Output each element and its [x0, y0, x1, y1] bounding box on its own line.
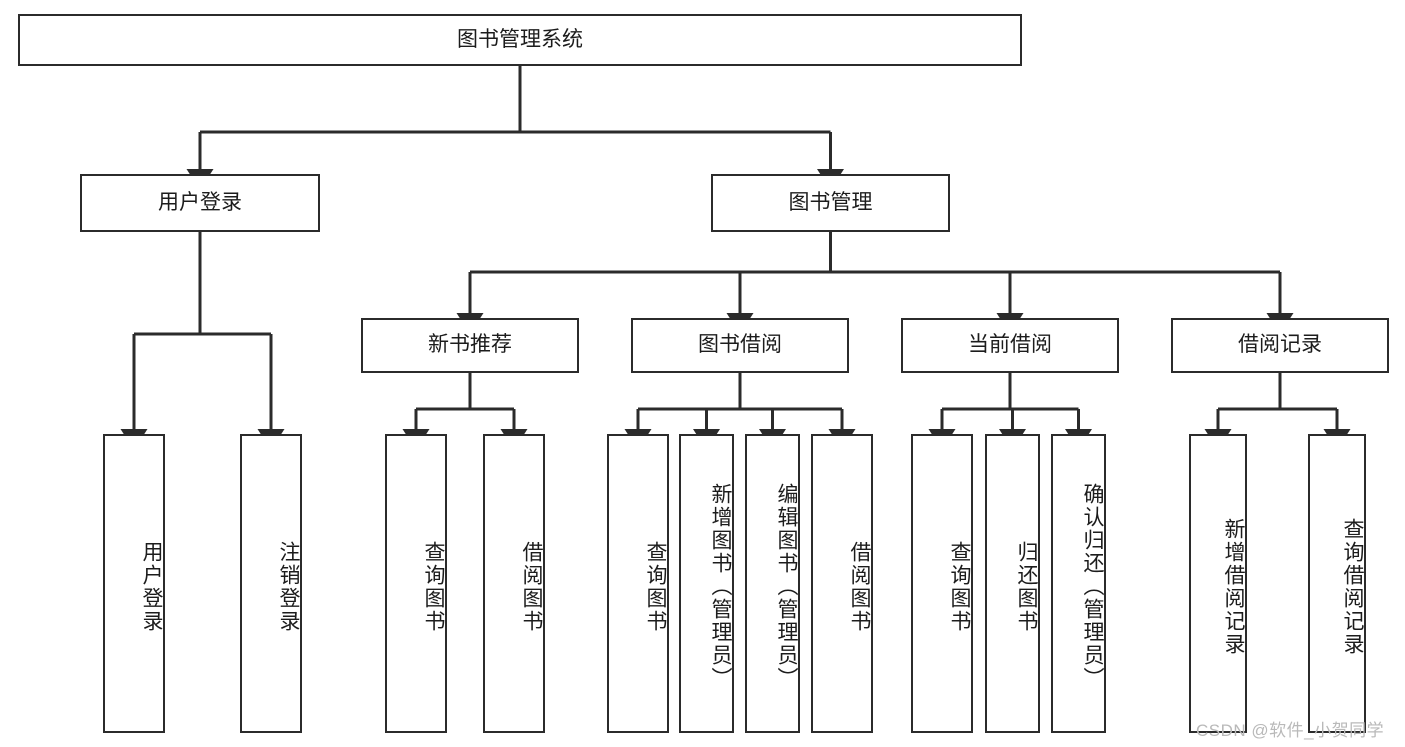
node-label: 图书管理	[788, 190, 873, 214]
node-book-manage[interactable]: 图书管理	[711, 174, 950, 232]
node-label: 用户登录	[158, 190, 242, 214]
node-current-borrow[interactable]: 当前借阅	[901, 318, 1119, 373]
csdn-watermark: CSDN @软件_小贺同学	[1196, 721, 1385, 740]
node-label: 确认归还（管理员）	[1081, 483, 1104, 690]
node-leaf-edit-book[interactable]: 编辑图书（管理员）	[745, 434, 800, 733]
node-leaf-confirm-return[interactable]: 确认归还（管理员）	[1051, 434, 1106, 733]
node-label: 用户登录	[140, 540, 163, 633]
node-user-login[interactable]: 用户登录	[80, 174, 320, 232]
node-label: 新增图书（管理员）	[709, 483, 732, 690]
node-label: 查询图书	[644, 540, 667, 633]
node-label: 借阅图书	[520, 540, 543, 633]
node-leaf-return-book[interactable]: 归还图书	[985, 434, 1040, 733]
node-leaf-borrow-book-1[interactable]: 借阅图书	[483, 434, 545, 733]
node-label: 借阅图书	[848, 540, 871, 633]
node-leaf-borrow-book-2[interactable]: 借阅图书	[811, 434, 873, 733]
node-leaf-query-book-2[interactable]: 查询图书	[607, 434, 669, 733]
node-leaf-query-book-1[interactable]: 查询图书	[385, 434, 447, 733]
node-label: 注销登录	[277, 540, 300, 633]
node-label: 查询图书	[422, 540, 445, 633]
node-borrow-record[interactable]: 借阅记录	[1171, 318, 1389, 373]
node-label: 查询借阅记录	[1341, 517, 1364, 656]
node-new-book-rec[interactable]: 新书推荐	[361, 318, 579, 373]
node-root[interactable]: 图书管理系统	[18, 14, 1022, 66]
node-label: 当前借阅	[968, 333, 1052, 357]
node-label: 新书推荐	[428, 333, 512, 357]
node-label: 编辑图书（管理员）	[775, 483, 798, 690]
node-leaf-add-record[interactable]: 新增借阅记录	[1189, 434, 1247, 733]
node-book-borrow[interactable]: 图书借阅	[631, 318, 849, 373]
node-label: 归还图书	[1015, 540, 1038, 633]
node-label: 图书管理系统	[457, 27, 583, 51]
node-leaf-add-book[interactable]: 新增图书（管理员）	[679, 434, 734, 733]
node-leaf-user-login[interactable]: 用户登录	[103, 434, 165, 733]
node-label: 图书借阅	[698, 333, 782, 357]
node-leaf-logout[interactable]: 注销登录	[240, 434, 302, 733]
node-leaf-query-record[interactable]: 查询借阅记录	[1308, 434, 1366, 733]
node-leaf-query-book-3[interactable]: 查询图书	[911, 434, 973, 733]
node-label: 查询图书	[948, 540, 971, 633]
node-label: 借阅记录	[1238, 333, 1322, 357]
node-label: 新增借阅记录	[1222, 517, 1245, 656]
